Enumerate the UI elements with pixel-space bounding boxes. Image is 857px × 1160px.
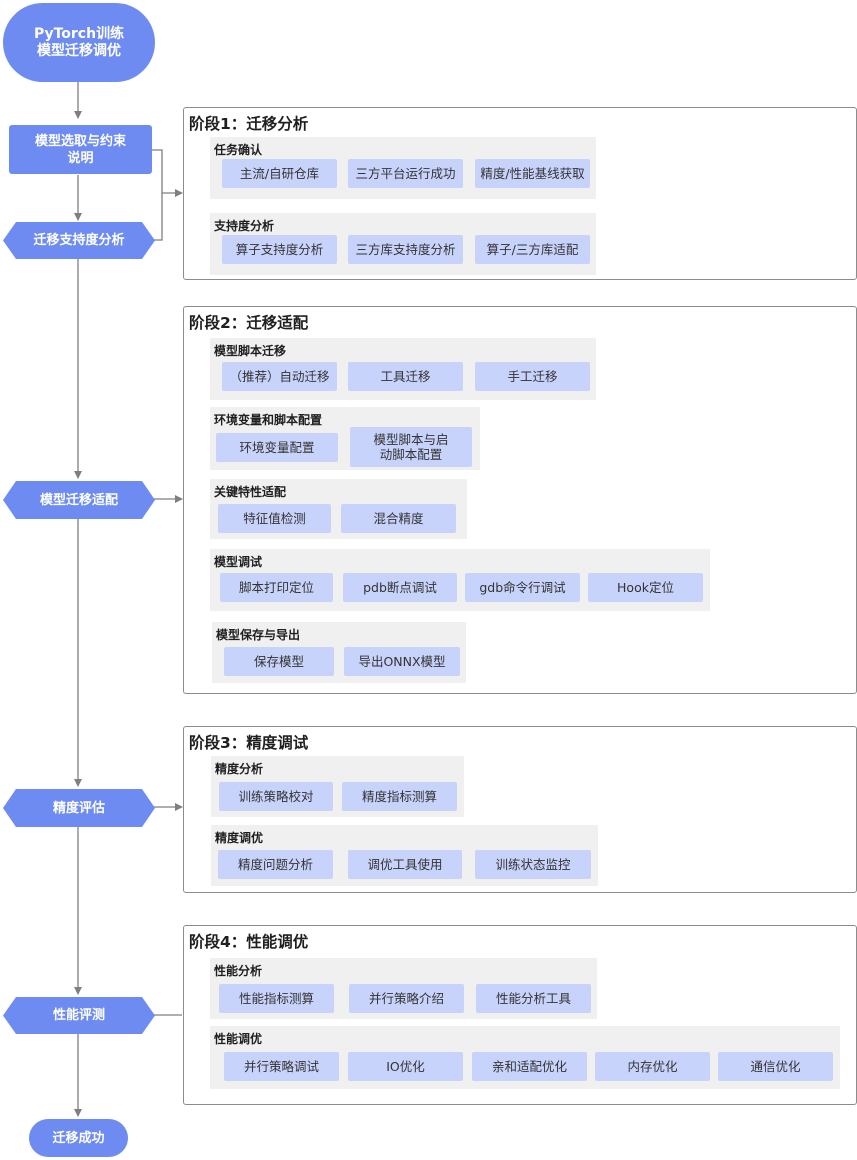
perf-eval-node: 性能评测 xyxy=(3,997,155,1034)
chip-item: 训练策略校对 xyxy=(219,782,333,811)
chip-item: 并行策略调试 xyxy=(224,1052,339,1081)
chip-item: 训练状态监控 xyxy=(475,850,591,879)
stage-3-title: 阶段3：精度调试 xyxy=(189,734,309,752)
group-task-confirm: 任务确认 主流/自研仓库 三方平台运行成功 精度/性能基线获取 xyxy=(210,137,596,199)
model-select-label: 模型选取与约束说明 xyxy=(34,133,126,166)
group-env-config: 环境变量和脚本配置 环境变量配置 模型脚本与启动脚本配置 xyxy=(210,407,480,470)
group-script-migration: 模型脚本迁移 （推荐）自动迁移 工具迁移 手工迁移 xyxy=(210,338,596,400)
group-title: 模型脚本迁移 xyxy=(214,344,287,358)
chip-item: 亲和适配优化 xyxy=(472,1052,587,1081)
chip-item: 通信优化 xyxy=(718,1052,833,1081)
stage-1-panel: 阶段1：迁移分析 任务确认 主流/自研仓库 三方平台运行成功 精度/性能基线获取… xyxy=(183,107,857,280)
group-perf-tuning: 性能调优 并行策略调试 IO优化 亲和适配优化 内存优化 通信优化 xyxy=(210,1026,840,1089)
chip-item: 混合精度 xyxy=(341,504,456,533)
chip-item: IO优化 xyxy=(348,1052,463,1081)
chip-item: 精度问题分析 xyxy=(218,850,333,879)
stage-4-panel: 阶段4：性能调优 性能分析 性能指标测算 并行策略介绍 性能分析工具 性能调优 … xyxy=(183,925,857,1105)
support-analysis-node: 迁移支持度分析 xyxy=(3,222,155,259)
group-title: 模型调试 xyxy=(214,555,263,569)
chip-item: 精度指标测算 xyxy=(342,782,457,811)
chip-item: Hook定位 xyxy=(588,573,703,602)
group-perf-analysis: 性能分析 性能指标测算 并行策略介绍 性能分析工具 xyxy=(210,958,597,1019)
start-node: PyTorch训练模型迁移调优 xyxy=(3,3,155,82)
chip-item: 工具迁移 xyxy=(348,362,463,391)
chip-item: pdb断点调试 xyxy=(343,573,457,602)
group-title: 模型保存与导出 xyxy=(216,628,301,642)
accuracy-eval-label: 精度评估 xyxy=(52,800,105,816)
support-analysis-label: 迁移支持度分析 xyxy=(33,233,125,248)
stage-4-title: 阶段4：性能调优 xyxy=(189,933,309,951)
group-title: 性能调优 xyxy=(214,1032,263,1046)
chip-item: 并行策略介绍 xyxy=(349,984,464,1013)
model-adapt-node: 模型迁移适配 xyxy=(3,481,155,519)
chip-item: 性能分析工具 xyxy=(476,984,591,1013)
group-title: 环境变量和脚本配置 xyxy=(214,413,323,427)
chip-item: 导出ONNX模型 xyxy=(344,647,460,676)
group-title: 精度分析 xyxy=(215,762,264,776)
group-title: 精度调优 xyxy=(215,831,264,845)
connector-stage1 xyxy=(152,149,163,241)
group-support-analysis: 支持度分析 算子支持度分析 三方库支持度分析 算子/三方库适配 xyxy=(210,213,596,275)
chip-item: 精度/性能基线获取 xyxy=(475,159,590,188)
stage-2-panel: 阶段2：迁移适配 模型脚本迁移 （推荐）自动迁移 工具迁移 手工迁移 环境变量和… xyxy=(183,306,857,694)
chip-item: 三方库支持度分析 xyxy=(348,235,463,264)
group-title: 关键特性适配 xyxy=(214,485,287,499)
group-accuracy-analysis: 精度分析 训练策略校对 精度指标测算 xyxy=(211,756,464,817)
accuracy-eval-node: 精度评估 xyxy=(3,789,155,827)
chip-item: 主流/自研仓库 xyxy=(222,159,337,188)
chip-item: 环境变量配置 xyxy=(216,433,338,462)
chip-item: 脚本打印定位 xyxy=(220,573,333,602)
group-accuracy-tuning: 精度调优 精度问题分析 调优工具使用 训练状态监控 xyxy=(211,825,598,886)
chip-item: 特征值检测 xyxy=(218,504,331,533)
chip-item: gdb命令行调试 xyxy=(465,573,580,602)
group-key-feature: 关键特性适配 特征值检测 混合精度 xyxy=(210,479,467,539)
chip-item: 调优工具使用 xyxy=(348,850,462,879)
chip-item: 算子支持度分析 xyxy=(222,235,337,264)
start-label: PyTorch训练模型迁移调优 xyxy=(33,25,125,59)
chip-item: 内存优化 xyxy=(595,1052,710,1081)
chip-item: 手工迁移 xyxy=(475,362,590,391)
stage-2-title: 阶段2：迁移适配 xyxy=(189,314,309,332)
chip-item: 保存模型 xyxy=(224,647,334,676)
model-select-node: 模型选取与约束说明 xyxy=(9,125,152,174)
group-title: 支持度分析 xyxy=(214,219,275,233)
end-node: 迁移成功 xyxy=(29,1119,128,1157)
perf-eval-label: 性能评测 xyxy=(52,1008,105,1023)
stage-1-title: 阶段1：迁移分析 xyxy=(189,115,309,133)
stage-3-panel: 阶段3：精度调试 精度分析 训练策略校对 精度指标测算 精度调优 精度问题分析 … xyxy=(183,726,857,893)
chip-item: 三方平台运行成功 xyxy=(348,159,463,188)
group-title: 任务确认 xyxy=(214,143,263,157)
model-adapt-label: 模型迁移适配 xyxy=(39,492,118,508)
chip-item: 算子/三方库适配 xyxy=(475,235,590,264)
group-save-export: 模型保存与导出 保存模型 导出ONNX模型 xyxy=(212,622,466,683)
group-model-debug: 模型调试 脚本打印定位 pdb断点调试 gdb命令行调试 Hook定位 xyxy=(210,549,710,611)
group-title: 性能分析 xyxy=(214,964,263,978)
chip-item: （推荐）自动迁移 xyxy=(222,362,337,391)
chip-item: 性能指标测算 xyxy=(219,984,334,1013)
chip-item: 模型脚本与启动脚本配置 xyxy=(350,427,472,467)
end-label: 迁移成功 xyxy=(52,1130,105,1146)
